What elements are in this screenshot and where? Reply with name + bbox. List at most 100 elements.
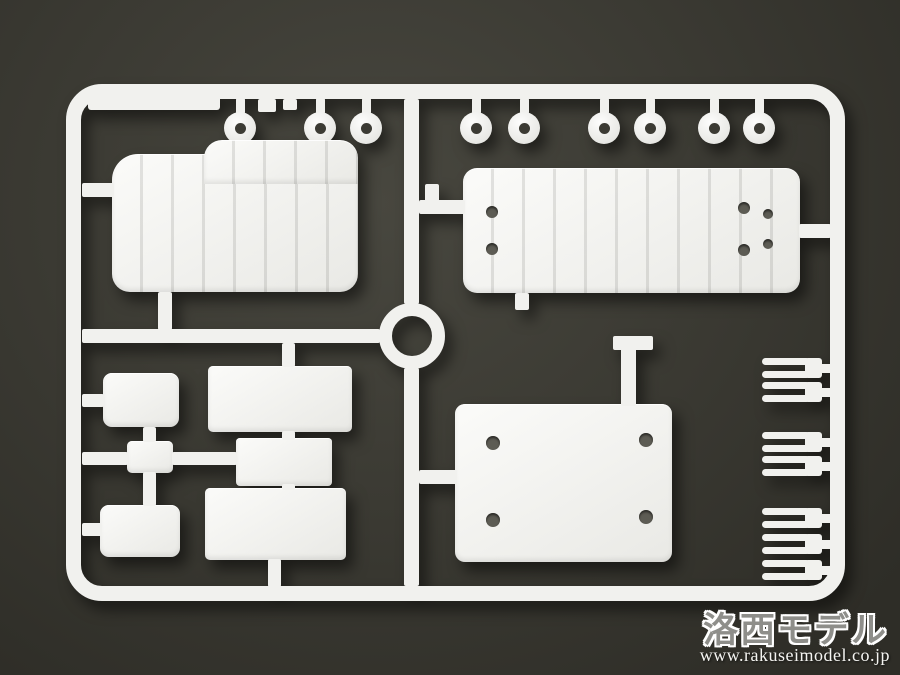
panel-hole: [738, 244, 750, 256]
grommet-hole: [314, 122, 326, 134]
gate-stub: [316, 98, 325, 114]
fork-prong: [762, 382, 810, 389]
gate-stub: [282, 431, 295, 440]
gate-stub: [362, 98, 371, 114]
gate-stub: [419, 470, 457, 484]
watermark-url: www.rakuseimodel.co.jp: [699, 645, 890, 665]
bracket-part: [127, 441, 173, 473]
fork-prong: [762, 534, 810, 541]
grommet-part: [743, 112, 775, 144]
fork-prong: [762, 456, 810, 463]
grommet-hole: [518, 122, 530, 134]
fork-prong: [762, 560, 810, 567]
gate-stub: [820, 514, 832, 523]
gate-stub: [82, 523, 102, 536]
sprue-frame: [66, 84, 845, 601]
fork-prong: [762, 547, 810, 554]
gate-stub: [472, 98, 481, 114]
gate-stub: [520, 98, 529, 114]
fork-prong: [762, 371, 810, 378]
ribbed-panel-right: [463, 168, 800, 293]
gate-stub: [515, 293, 529, 310]
grommet-part: [224, 112, 256, 144]
plate-hole: [486, 513, 500, 527]
gate-stub: [282, 343, 295, 367]
gate-stub: [172, 452, 237, 465]
gate-stub: [820, 438, 832, 447]
gate-stub: [143, 472, 156, 506]
gate-stub: [425, 184, 439, 214]
gate-stub: [820, 462, 832, 471]
grommet-part: [304, 112, 336, 144]
plate-hole: [639, 510, 653, 524]
small-tab: [258, 99, 276, 112]
ring-part: [379, 303, 445, 369]
fork-prong: [762, 432, 810, 439]
gate-stub: [820, 364, 832, 373]
grommet-part: [634, 112, 666, 144]
fork-prong: [762, 521, 810, 528]
fork-prong: [762, 358, 810, 365]
flat-plate-right: [455, 404, 672, 562]
grommet-hole: [753, 122, 765, 134]
gate-stub: [143, 427, 156, 442]
gate-stub: [236, 98, 245, 114]
grommet-part: [588, 112, 620, 144]
gate-stub: [646, 98, 655, 114]
fork-clip-part: [762, 382, 822, 402]
flat-plate: [205, 488, 346, 560]
grommet-hole: [644, 122, 656, 134]
fork-prong: [762, 445, 810, 452]
panel-hole: [763, 209, 773, 219]
plate-hole: [486, 436, 500, 450]
gate-stub: [268, 559, 281, 587]
runner-bar: [404, 368, 419, 586]
grommet-hole: [470, 122, 482, 134]
gate-stub: [82, 183, 114, 197]
label-tab: [88, 90, 220, 110]
panel-hole: [486, 206, 498, 218]
fork-prong: [762, 469, 810, 476]
gate-stub: [600, 98, 609, 114]
grommet-part: [350, 112, 382, 144]
gate-stub: [799, 224, 831, 238]
grommet-hole: [598, 122, 610, 134]
grommet-hole: [234, 122, 246, 134]
fork-prong: [762, 395, 810, 402]
gate-stub: [710, 98, 719, 114]
grommet-part: [698, 112, 730, 144]
gate-stub: [621, 346, 636, 406]
grommet-hole: [708, 122, 720, 134]
fork-prong: [762, 508, 810, 515]
gate-stub: [820, 566, 832, 575]
panel-hole: [763, 239, 773, 249]
gate-stub: [613, 336, 653, 350]
fork-prong: [762, 573, 810, 580]
small-plate: [103, 373, 179, 427]
fork-clip-part: [762, 358, 822, 378]
grommet-part: [460, 112, 492, 144]
gate-stub: [282, 484, 295, 490]
runner-bar: [82, 329, 380, 343]
gate-stub: [82, 452, 128, 465]
plate-hole: [639, 433, 653, 447]
gate-stub: [82, 394, 104, 407]
gate-stub: [820, 388, 832, 397]
fork-clip-part: [762, 560, 822, 580]
watermark-brand: 洛西モデル: [702, 611, 888, 651]
flat-plate-small: [236, 438, 332, 486]
gate-stub: [158, 292, 172, 330]
small-plate: [100, 505, 180, 557]
ribbed-panel-left-step: [204, 140, 358, 184]
grommet-hole: [360, 122, 372, 134]
fork-clip-part: [762, 534, 822, 554]
flat-plate: [208, 366, 352, 432]
gate-stub: [755, 98, 764, 114]
grommet-part: [508, 112, 540, 144]
runner-bar: [404, 99, 419, 304]
panel-hole: [486, 243, 498, 255]
fork-clip-part: [762, 508, 822, 528]
fork-clip-part: [762, 456, 822, 476]
